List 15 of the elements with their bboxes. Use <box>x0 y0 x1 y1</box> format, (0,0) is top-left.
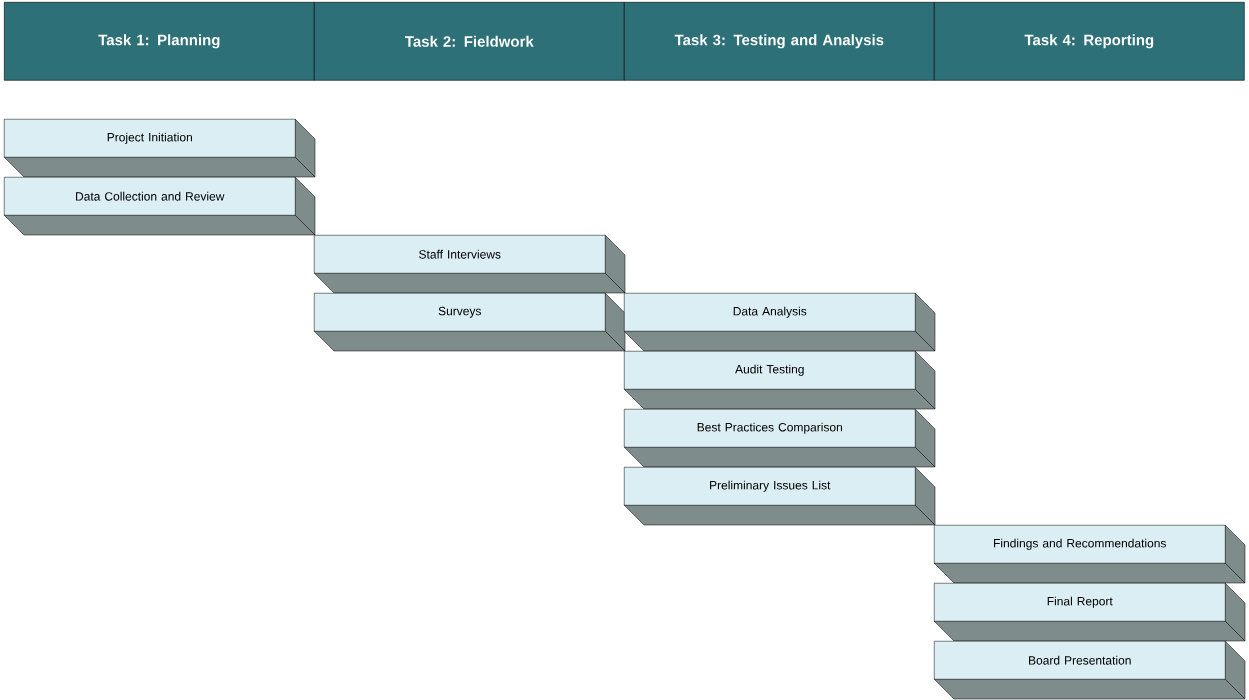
header-cell: Task 1: Planning <box>4 2 315 81</box>
task-bar: Preliminary Issues List <box>623 466 936 526</box>
task-bar: Best Practices Comparison <box>623 408 936 468</box>
task-bar: Staff Interviews <box>313 234 626 294</box>
task-bar: Data Analysis <box>623 292 936 352</box>
header-cell: Task 3: Testing and Analysis <box>624 2 935 81</box>
header-cell: Task 4: Reporting <box>934 2 1245 81</box>
task-bar: Project Initiation <box>3 118 316 178</box>
task-bar: Findings and Recommendations <box>933 524 1246 584</box>
header-cell: Task 2: Fieldwork <box>314 2 625 81</box>
task-bar: Audit Testing <box>623 350 936 410</box>
task-bar: Final Report <box>933 582 1246 642</box>
task-bar: Board Presentation <box>933 640 1246 700</box>
task-bar: Data Collection and Review <box>3 176 316 236</box>
task-bar: Surveys <box>313 292 626 352</box>
